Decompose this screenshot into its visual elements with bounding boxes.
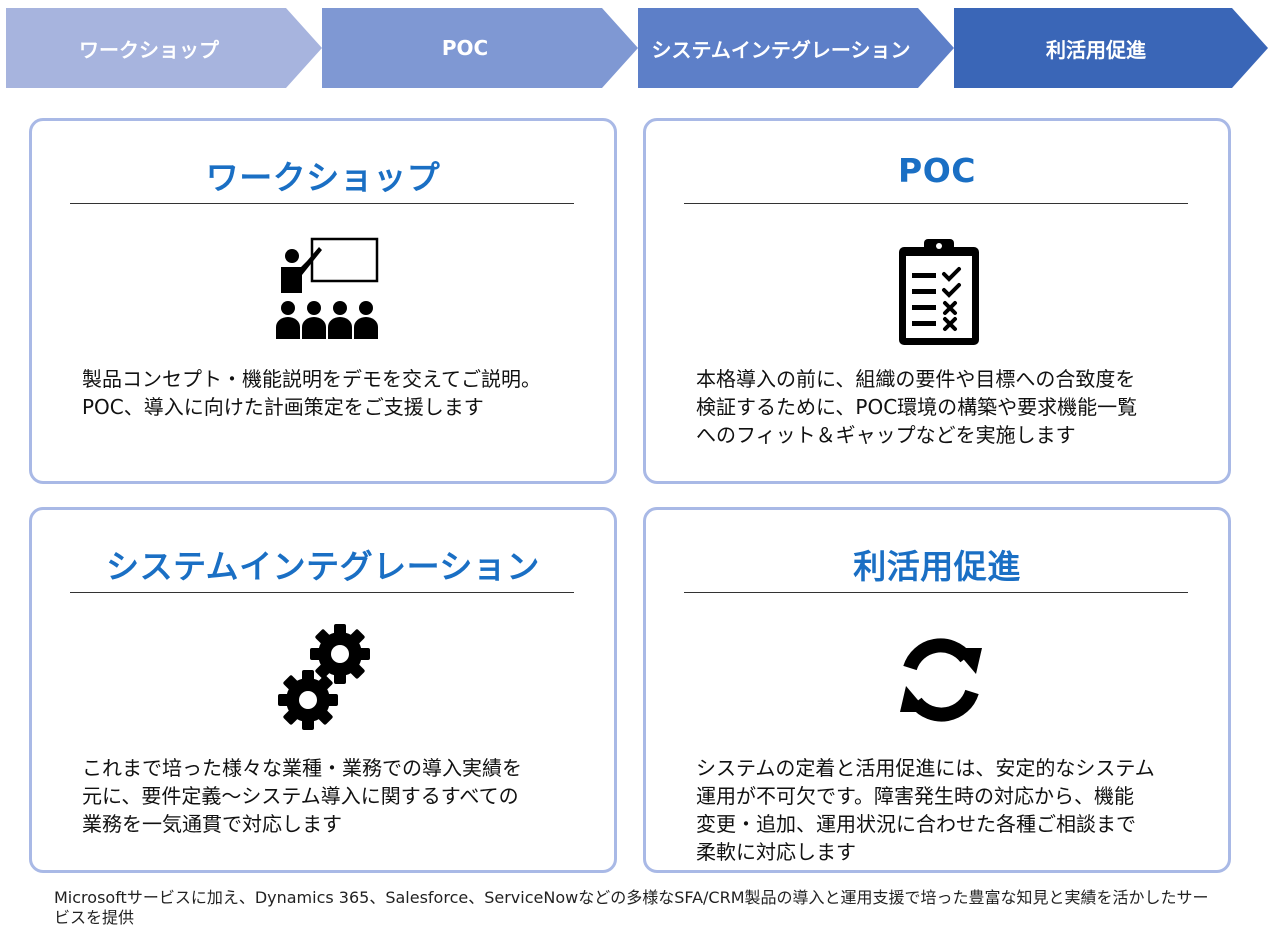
card-system-integration: システムインテグレーション [29,507,617,873]
footer-note: Microsoftサービスに加え、Dynamics 365、Salesforce… [54,888,1209,927]
card-workshop: ワークショップ 製品コンセプト・機能説明をデモを交えてご説明。 POC、導入に向… [29,118,617,484]
card-description: システムの定着と活用促進には、安定的なシステム 運用が不可欠です。障害発生時の対… [696,756,1155,864]
step-label: 利活用促進 [1046,37,1146,62]
step-label: システムインテグレーション [651,37,911,62]
refresh-cycle-icon [900,638,982,722]
divider [684,203,1188,204]
process-steps: ワークショップ POC システムインテグレーション 利活用促進 [6,8,1268,88]
presentation-audience-icon [276,237,379,339]
card-description: 製品コンセプト・機能説明をデモを交えてご説明。 POC、導入に向けた計画策定をご… [82,367,541,419]
step-label: POC [441,36,489,60]
card-utilization: 利活用促進 システムの定着と活用促進には、安定的なシステム 運用が不可欠です。障… [643,507,1231,873]
card-description: 本格導入の前に、組織の要件や目標への合致度を 検証するために、POC環境の構築や… [696,367,1138,447]
divider [684,592,1188,593]
card-poc: POC 本格導入の前に、組織の要件や目標への合致度を 検証するために、POC環境… [643,118,1231,484]
step-label: ワークショップ [79,37,219,62]
card-title: システムインテグレーション [106,547,540,586]
divider [70,203,574,204]
card-title: ワークショップ [205,158,441,197]
card-title: 利活用促進 [853,547,1021,586]
step-workshop: ワークショップ [6,8,322,88]
card-title: POC [898,151,976,190]
divider [70,592,574,593]
step-poc: POC [322,8,638,88]
gears-icon [278,624,370,730]
step-utilization: 利活用促進 [954,8,1268,88]
card-description: これまで培った様々な業種・業務での導入実績を 元に、要件定義～システム導入に関す… [82,756,522,836]
step-system-integration: システムインテグレーション [638,8,954,88]
clipboard-checklist-icon [899,239,979,345]
